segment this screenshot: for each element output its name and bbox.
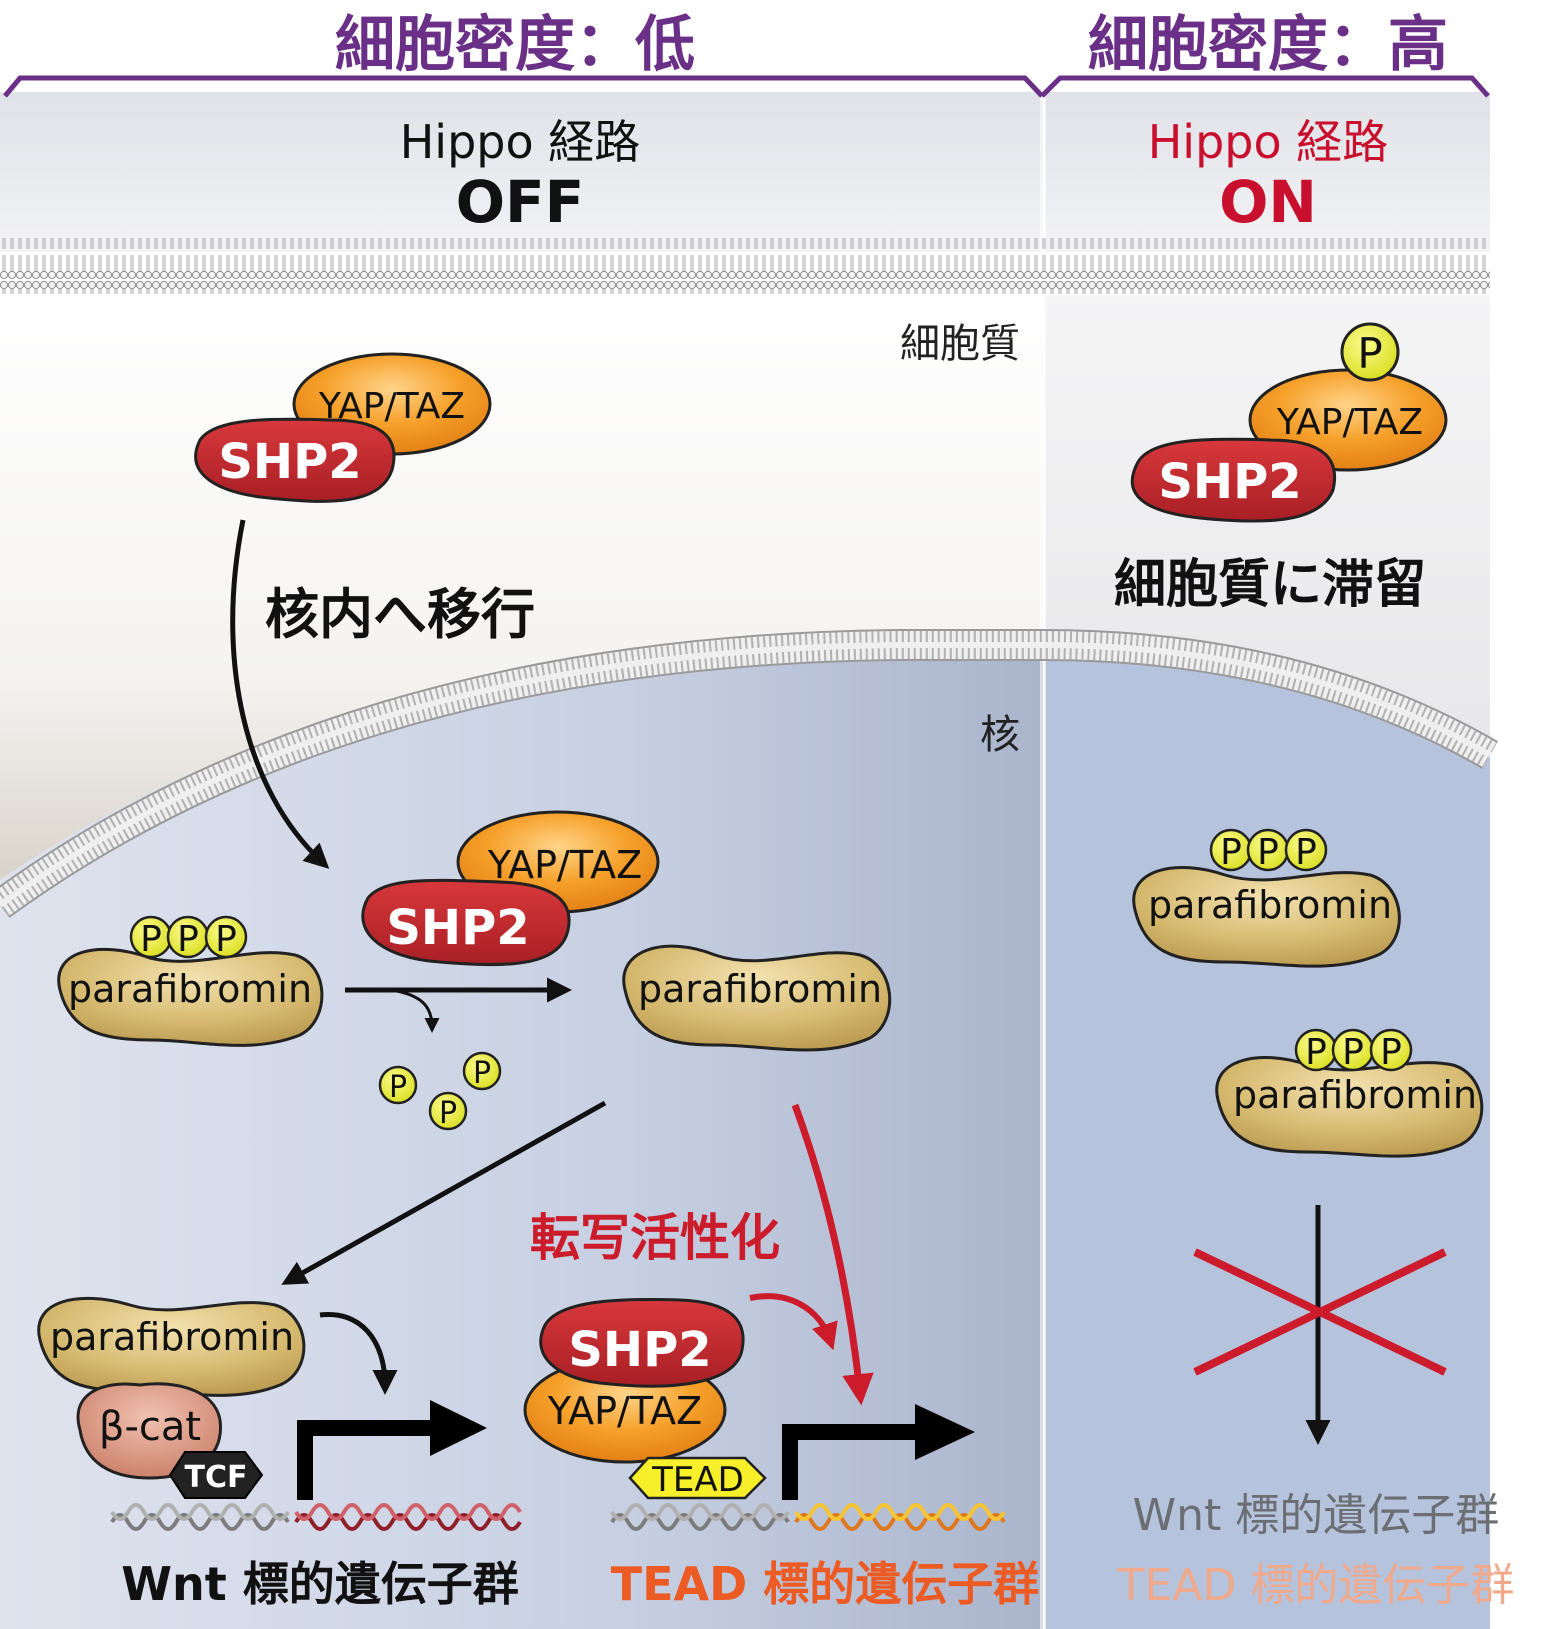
yaptaz-label: YAP/TAZ: [1276, 402, 1423, 443]
shp2-yaptaz-complex-nucleus: YAP/TAZ SHP2: [361, 810, 660, 967]
parafibromin-protein: [1215, 1056, 1484, 1158]
parafibromin-protein: [57, 947, 324, 1047]
cytoplasm-label: 細胞質: [900, 321, 1020, 367]
released-phosphates: P P P: [378, 1051, 502, 1131]
phosphate-label: P: [389, 1070, 407, 1105]
phosphate-label: P: [1305, 1032, 1327, 1073]
wnt-promoter-arrow: [297, 1420, 430, 1500]
phosphate-icon: [204, 915, 248, 959]
right-pathway-state: ON: [1219, 168, 1317, 236]
phosphate-label: P: [177, 919, 199, 960]
tead-protein: [628, 1456, 767, 1500]
tead-dna-helix: [610, 1503, 1006, 1531]
shp2-label: SHP2: [568, 1322, 711, 1378]
header-left-bracket: [3, 75, 1044, 98]
tead-transcription-complex: YAP/TAZ SHP2 TEAD: [523, 1297, 767, 1500]
parafibromin-label: parafibromin: [68, 967, 312, 1011]
yaptaz-label: YAP/TAZ: [487, 843, 642, 887]
wnt-transcription-complex: parafibromin β-cat TCF: [37, 1296, 306, 1499]
plasma-membrane: [0, 238, 1490, 294]
shp2-protein: [1130, 437, 1337, 523]
phosphate-release-arrow: [391, 988, 440, 1033]
transcription-activation-label: 転写活性化: [530, 1209, 780, 1267]
translocation-arrow: [230, 519, 330, 869]
phosphate-label: P: [140, 919, 162, 960]
phosphate-label: P: [1380, 1032, 1402, 1073]
tead-target-genes-label-faded: TEAD 標的遺伝子群: [1117, 1560, 1515, 1611]
tcf-label: TCF: [185, 1460, 248, 1495]
phosphate-label: P: [1220, 832, 1242, 873]
beta-catenin-label: β-cat: [99, 1404, 201, 1450]
parafibromin-protein: [622, 944, 892, 1052]
left-pathway-label: Hippo 経路: [400, 115, 641, 169]
phosphate-label: P: [215, 919, 237, 960]
header: 細胞密度：低 細胞密度：高: [3, 10, 1490, 98]
tead-promoter-arrow: [782, 1424, 915, 1500]
wnt-binding-arrow: [319, 1311, 398, 1395]
parafibromin-phosphorylated-right-2: P P P parafibromin: [1215, 1028, 1484, 1158]
parafibromin-label: parafibromin: [1233, 1073, 1477, 1117]
parafibromin-label: parafibromin: [638, 967, 882, 1011]
blocked-cross-icon: [1193, 1248, 1447, 1376]
phosphate-icon: [1369, 1028, 1413, 1072]
cytoplasmic-retention-label: 細胞質に滞留: [1114, 555, 1426, 615]
shp2-activation-arrow: [749, 1293, 838, 1351]
parafibromin-label: parafibromin: [1148, 883, 1392, 927]
shp2-label: SHP2: [386, 900, 529, 956]
phosphate-icon: [378, 1065, 418, 1105]
parafibromin-phosphorylated-right-1: P P P parafibromin: [1132, 828, 1401, 968]
translocation-label: 核内へ移行: [265, 583, 535, 646]
phosphate-label: P: [1357, 329, 1382, 378]
tcf-protein: [168, 1451, 264, 1499]
shp2-protein: [194, 417, 396, 503]
yaptaz-label: YAP/TAZ: [547, 1389, 702, 1433]
shp2-protein: [361, 878, 571, 967]
shp2-label: SHP2: [218, 434, 361, 490]
wnt-dna-helix: [110, 1503, 522, 1531]
header-right-bracket: [1040, 75, 1490, 98]
tead-activation-arrow: [791, 1103, 874, 1406]
shp2-label: SHP2: [1158, 454, 1301, 510]
phosphate-label: P: [439, 1096, 457, 1131]
tead-promoter-arrowhead: [915, 1404, 975, 1460]
wnt-target-genes-label-faded: Wnt 標的遺伝子群: [1133, 1490, 1500, 1541]
parafibromin-protein: [1132, 866, 1401, 968]
shp2-yaptaz-complex-cytoplasm: YAP/TAZ SHP2: [194, 352, 492, 503]
wnt-target-genes-label: Wnt 標的遺伝子群: [121, 1557, 519, 1611]
parafibromin-phosphorylated: P P P parafibromin: [57, 915, 324, 1047]
phosphate-label: P: [1295, 832, 1317, 873]
parafibromin-label: parafibromin: [50, 1315, 294, 1359]
phosphate-label: P: [1257, 832, 1279, 873]
shp2-yaptaz-complex-retained: P YAP/TAZ SHP2: [1130, 322, 1448, 523]
shp2-protein: [539, 1297, 745, 1388]
phosphate-icon: [1340, 322, 1400, 382]
tead-label: TEAD: [651, 1460, 744, 1500]
phosphate-icon: [1284, 828, 1328, 872]
header-right-title: 細胞密度：高: [1088, 10, 1448, 80]
phosphate-label: P: [473, 1056, 491, 1091]
right-pathway-label: Hippo 経路: [1148, 115, 1389, 169]
to-wnt-arrow: [281, 1100, 607, 1285]
nuclear-envelope: [0, 629, 1499, 918]
wnt-promoter-arrowhead: [430, 1400, 487, 1456]
phosphate-icon: [462, 1051, 502, 1091]
left-pathway-state: OFF: [456, 168, 585, 236]
tead-target-genes-label: TEAD 標的遺伝子群: [611, 1557, 1040, 1611]
phosphate-label: P: [1342, 1032, 1364, 1073]
header-left-title: 細胞密度：低: [335, 10, 695, 80]
nucleus-label: 核: [980, 712, 1020, 758]
phosphate-icon: [428, 1091, 468, 1131]
parafibromin-dephosphorylated: parafibromin: [622, 944, 892, 1052]
